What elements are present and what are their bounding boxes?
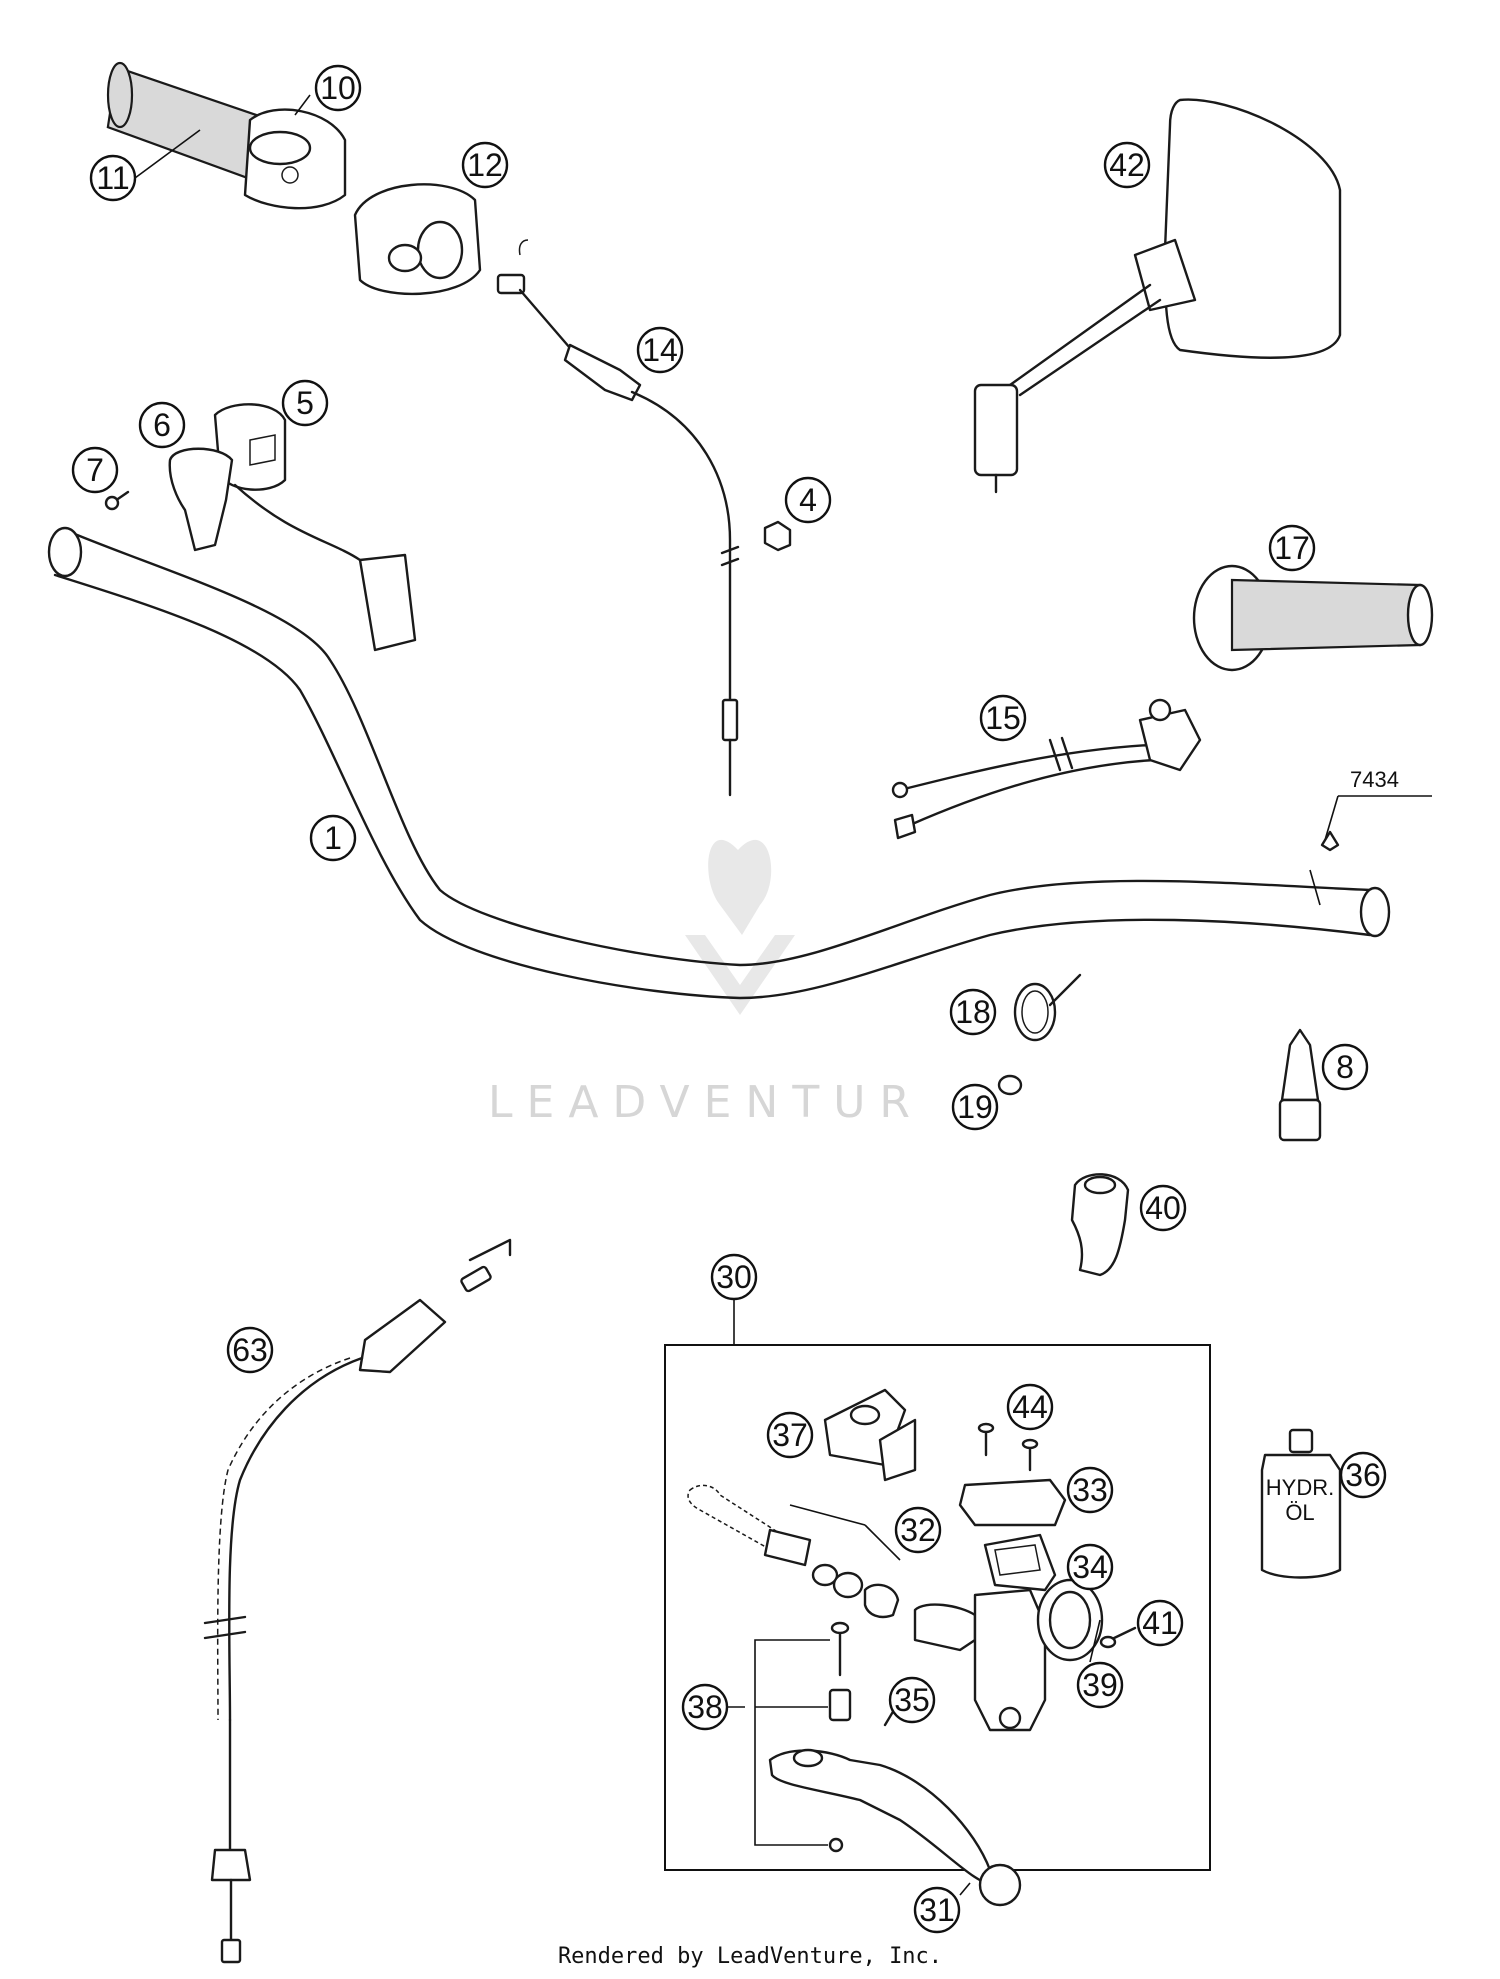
svg-text:63: 63 <box>232 1332 268 1368</box>
callout-12: 12 <box>461 141 509 189</box>
callout-38: 38 <box>681 1683 729 1731</box>
svg-text:1: 1 <box>324 820 342 856</box>
svg-text:11: 11 <box>96 160 129 196</box>
svg-text:18: 18 <box>955 994 991 1030</box>
callout-36: 36 <box>1339 1451 1387 1499</box>
screw-part-41 <box>1099 1626 1137 1649</box>
hydraulic-oil-bottle-part-36: HYDR. ÖL <box>1260 1428 1342 1579</box>
brake-hose-part-63 <box>203 1238 512 1964</box>
reference-number: 7434 <box>1350 767 1399 792</box>
leadventure-watermark: LEADVENTUR <box>488 839 924 1128</box>
callout-5: 5 <box>281 379 329 427</box>
svg-text:12: 12 <box>467 147 503 183</box>
mirror-part-42 <box>973 98 1342 494</box>
callout-11: 11 <box>89 154 137 202</box>
callout-34: 34 <box>1066 1543 1114 1591</box>
diaphragm-part-34 <box>983 1533 1057 1592</box>
lever-part-31 <box>768 1748 1022 1907</box>
clamp-part-40 <box>1070 1173 1130 1277</box>
callout-1: 1 <box>309 814 357 862</box>
piston-kit-part-32 <box>687 1484 901 1619</box>
svg-text:39: 39 <box>1082 1667 1118 1703</box>
svg-text:19: 19 <box>957 1089 993 1125</box>
throttle-housing-part-10 <box>243 108 347 210</box>
callout-41: 41 <box>1136 1599 1184 1647</box>
callout-44: 44 <box>1006 1383 1054 1431</box>
svg-text:6: 6 <box>153 407 171 443</box>
callout-42: 42 <box>1103 141 1151 189</box>
svg-text:5: 5 <box>296 385 314 421</box>
svg-text:7: 7 <box>86 452 104 488</box>
svg-text:37: 37 <box>772 1417 808 1453</box>
watermark-text: LEADVENTUR <box>488 1077 924 1128</box>
svg-text:15: 15 <box>985 700 1021 736</box>
callout-32: 32 <box>894 1506 942 1554</box>
callout-10: 10 <box>314 64 362 112</box>
svg-text:14: 14 <box>642 332 678 368</box>
callout-40: 40 <box>1139 1184 1187 1232</box>
nut-part-19 <box>997 1074 1023 1096</box>
cable-tie-part-18 <box>1013 973 1082 1042</box>
svg-text:42: 42 <box>1109 147 1145 183</box>
callout-31: 31 <box>913 1886 961 1934</box>
left-grip-part-17 <box>1192 564 1434 672</box>
handlebar-part-1 <box>47 526 1391 1000</box>
svg-text:44: 44 <box>1012 1389 1048 1425</box>
switch-housing-part-5 <box>213 403 417 652</box>
clamp-part-37 <box>823 1388 917 1482</box>
svg-text:36: 36 <box>1345 1457 1381 1493</box>
svg-text:41: 41 <box>1142 1605 1178 1641</box>
callout-15: 15 <box>979 694 1027 742</box>
screw-part-7 <box>104 490 130 511</box>
master-cylinder-body-part-39 <box>913 1578 1104 1732</box>
svg-text:40: 40 <box>1145 1190 1181 1226</box>
callout-19: 19 <box>951 1083 999 1131</box>
svg-text:4: 4 <box>799 482 817 518</box>
svg-text:33: 33 <box>1072 1472 1108 1508</box>
footer-credit: Rendered by LeadVenture, Inc. <box>557 1944 943 1969</box>
callout-leaders <box>134 94 1101 1896</box>
switch-cable-part-15 <box>891 698 1202 840</box>
svg-text:17: 17 <box>1274 530 1310 566</box>
screws-part-44 <box>977 1422 1039 1472</box>
bottle-label-line1: HYDR. <box>1266 1475 1334 1500</box>
switch-clamp-part-6 <box>168 447 234 552</box>
callout-37: 37 <box>766 1411 814 1459</box>
reference-7434: 7434 <box>1320 767 1432 852</box>
cable-cap-part-4 <box>763 520 792 552</box>
callout-17: 17 <box>1268 524 1316 572</box>
callout-4: 4 <box>784 476 832 524</box>
svg-text:32: 32 <box>900 1512 936 1548</box>
tube-part-8 <box>1278 1028 1322 1142</box>
svg-text:8: 8 <box>1336 1049 1354 1085</box>
cover-part-33 <box>958 1478 1067 1527</box>
svg-text:31: 31 <box>919 1892 955 1928</box>
callout-7: 7 <box>71 446 119 494</box>
callout-33: 33 <box>1066 1466 1114 1514</box>
svg-text:10: 10 <box>320 70 356 106</box>
svg-text:34: 34 <box>1072 1549 1108 1585</box>
callout-14: 14 <box>636 326 684 374</box>
throttle-cable-part-14 <box>496 239 740 797</box>
callout-35: 35 <box>888 1676 936 1724</box>
svg-text:30: 30 <box>716 1259 752 1295</box>
callout-39: 39 <box>1076 1661 1124 1709</box>
pivot-screw-part-38 <box>754 1621 852 1853</box>
callout-8: 8 <box>1321 1043 1369 1091</box>
callout-63: 63 <box>226 1326 274 1374</box>
throttle-cover-part-12 <box>353 183 482 296</box>
master-cylinder-kit-part-30 <box>664 1300 1211 1871</box>
callout-18: 18 <box>949 988 997 1036</box>
callout-6: 6 <box>138 401 186 449</box>
svg-text:35: 35 <box>894 1682 930 1718</box>
bottle-label-line2: ÖL <box>1285 1500 1314 1525</box>
svg-text:38: 38 <box>687 1689 723 1725</box>
callout-30: 30 <box>710 1253 758 1301</box>
